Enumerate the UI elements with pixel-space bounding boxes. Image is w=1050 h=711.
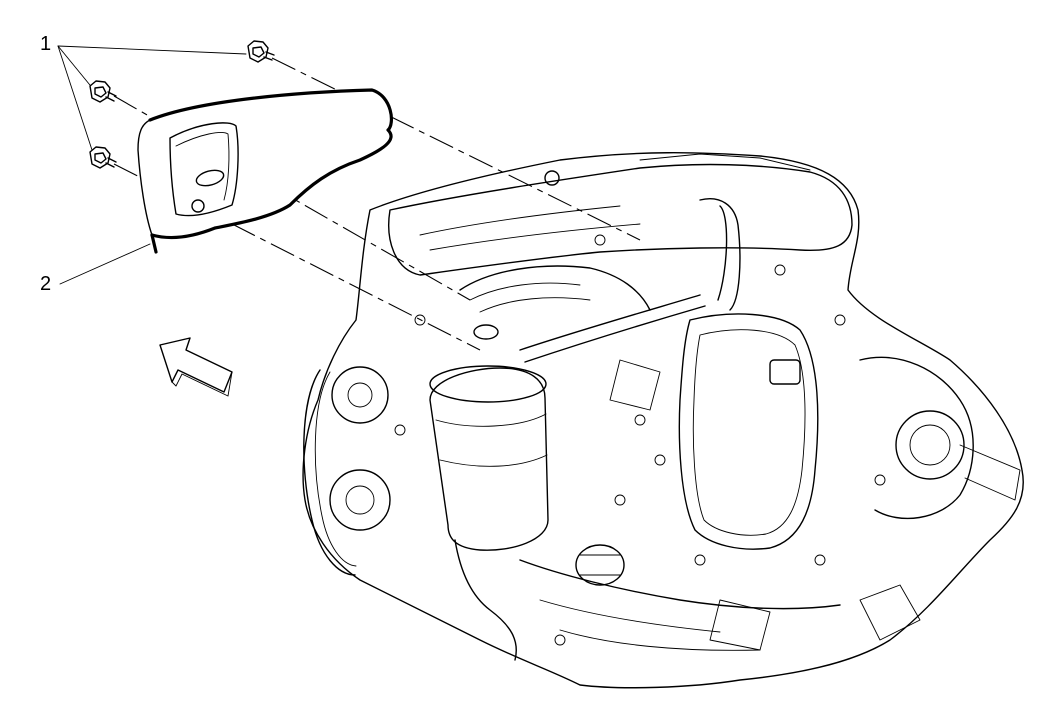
- callout-label-2: 2: [40, 273, 51, 295]
- bolt-icon: [89, 146, 117, 169]
- callout-label-1: 1: [40, 33, 51, 55]
- bolt-icon: [247, 40, 275, 63]
- exhaust-manifold-heat-shield: [137, 88, 393, 254]
- callout-1-leaders: [57, 45, 247, 151]
- callout-2-leader: [59, 243, 151, 285]
- engine-assembly: [302, 152, 1024, 689]
- view-direction-arrow-icon: [159, 337, 233, 397]
- bolt-icon: [89, 80, 117, 103]
